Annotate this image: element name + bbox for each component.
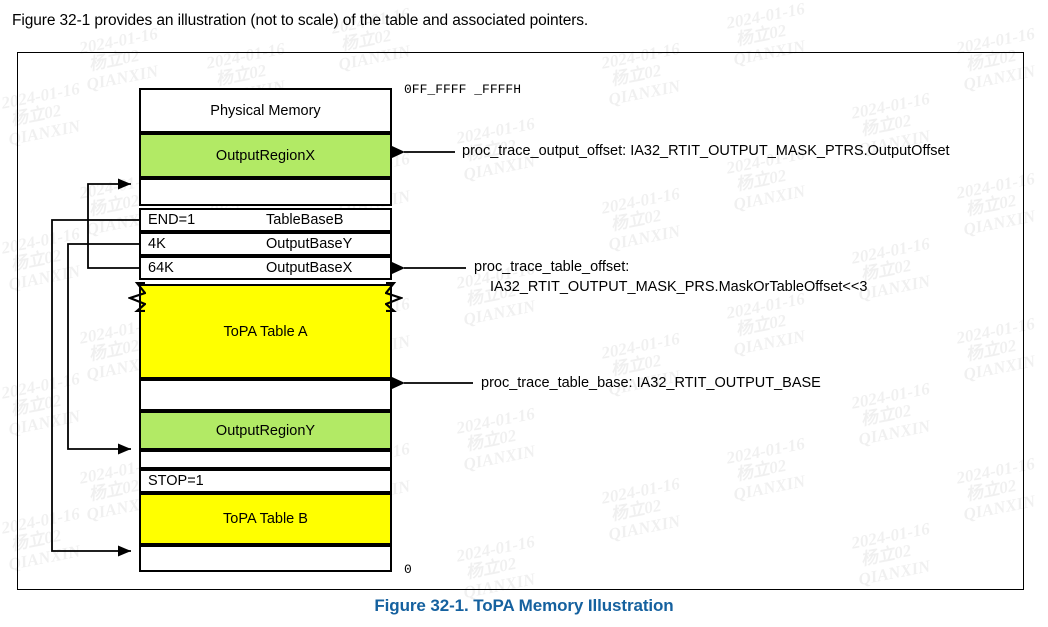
figure-frame [17, 52, 1024, 590]
memory-block-output-region-x: OutputRegionX [139, 133, 392, 178]
address-label-top: 0FF_FFFF _FFFFH [404, 82, 522, 97]
entry-key: 64K [148, 260, 174, 276]
memory-block-entry-stop: STOP=1 [139, 469, 392, 493]
memory-block-topa-table-a: ToPA Table A [139, 284, 392, 379]
callout-proc-trace-table-offset: proc_trace_table_offset: IA32_RTIT_OUTPU… [474, 258, 867, 297]
memory-block-gap-4 [139, 545, 392, 572]
memory-block-topa-table-b: ToPA Table B [139, 493, 392, 545]
callout-line-2: IA32_RTIT_OUTPUT_MASK_PRS.MaskOrTableOff… [490, 278, 868, 295]
memory-block-label: ToPA Table B [223, 511, 308, 527]
memory-block-physical-memory: Physical Memory [139, 88, 392, 133]
address-label-bottom: 0 [404, 562, 412, 577]
callout-proc-trace-output-offset: proc_trace_output_offset: IA32_RTIT_OUTP… [462, 142, 950, 162]
memory-block-gap-1 [139, 178, 392, 206]
entry-value: OutputBaseX [266, 260, 353, 276]
memory-block-entry-tablebaseb: END=1 TableBaseB [139, 208, 392, 232]
callout-proc-trace-table-base: proc_trace_table_base: IA32_RTIT_OUTPUT_… [481, 374, 821, 394]
entry-key: END=1 [148, 212, 196, 228]
memory-block-entry-outputbasey: 4K OutputBaseY [139, 232, 392, 256]
memory-block-entry-outputbasex: 64K OutputBaseX [139, 256, 392, 280]
callout-line-1: proc_trace_table_base: IA32_RTIT_OUTPUT_… [481, 375, 821, 391]
entry-value: TableBaseB [266, 212, 344, 228]
entry-key: STOP=1 [148, 473, 204, 489]
memory-block-label: OutputRegionY [215, 422, 316, 439]
entry-value: OutputBaseY [266, 236, 353, 252]
figure-caption: Figure 32-1. ToPA Memory Illustration [374, 596, 674, 615]
memory-block-label: Physical Memory [210, 102, 321, 119]
memory-block-gap-3 [139, 450, 392, 469]
memory-block-gap-2 [139, 379, 392, 411]
memory-block-label: ToPA Table A [223, 323, 308, 340]
memory-block-label: OutputRegionX [215, 147, 316, 164]
intro-sentence: Figure 32-1 provides an illustration (no… [12, 12, 589, 29]
entry-key: 4K [148, 236, 166, 252]
callout-line-1: proc_trace_table_offset: [474, 259, 630, 275]
memory-block-output-region-y: OutputRegionY [139, 411, 392, 450]
callout-line-1: proc_trace_output_offset: IA32_RTIT_OUTP… [462, 143, 950, 159]
